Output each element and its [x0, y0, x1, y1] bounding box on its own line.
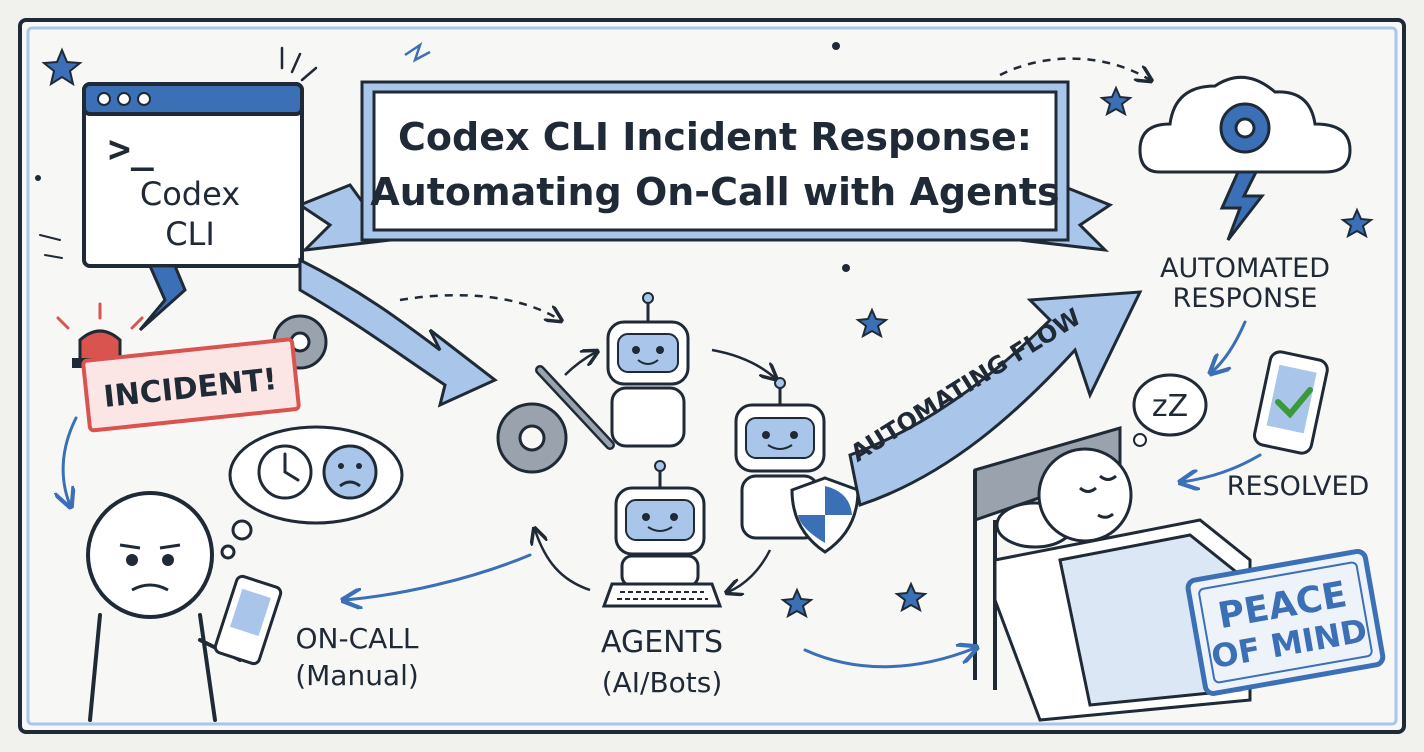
- on-call-person: [86, 491, 283, 722]
- peace-of-mind-stamp: PEACE OF MIND: [1185, 548, 1386, 696]
- terminal-label-line2: CLI: [165, 215, 215, 253]
- cloud-icon: [1138, 75, 1352, 241]
- sad-face-icon: [322, 444, 378, 500]
- robot-agent-top: [606, 292, 690, 448]
- lightning-icon: [1219, 170, 1266, 241]
- robot-agent-bottom: [614, 460, 706, 588]
- codex-cli-terminal: >_ Codex CLI: [82, 82, 304, 332]
- oncall-label-line2: (Manual): [295, 659, 419, 692]
- agents-cluster: [496, 292, 860, 608]
- terminal-label-line1: Codex: [140, 175, 240, 213]
- star-icon: [41, 47, 1374, 619]
- terminal-prompt: >_: [108, 127, 154, 171]
- checkmark-icon: [1275, 387, 1313, 419]
- terminal-to-agents-arrow: [298, 257, 498, 408]
- bed-icon: [973, 426, 1252, 722]
- incident-badge: INCIDENT!: [81, 337, 301, 433]
- sleep-bubble: zZ: [1132, 373, 1208, 447]
- banner-title-line1: Codex CLI Incident Response:: [398, 115, 1032, 159]
- resolved-phone: [1253, 350, 1329, 455]
- worry-thought-bubble: [220, 425, 404, 560]
- gear-icon: [496, 402, 568, 474]
- agents-label-line2: (AI/Bots): [602, 666, 723, 699]
- cloud-label-line1: AUTOMATED: [1160, 253, 1330, 284]
- keyboard-icon: [601, 582, 723, 608]
- shield-icon: [790, 476, 860, 554]
- gear-icon: [1219, 102, 1271, 154]
- sleeping-person: [1037, 447, 1133, 543]
- oncall-label-line1: ON-CALL: [296, 622, 419, 655]
- title-banner: Codex CLI Incident Response: Automating …: [296, 80, 1114, 252]
- resolved-label: RESOLVED: [1227, 471, 1370, 502]
- agents-label-line1: AGENTS: [601, 625, 723, 660]
- robot-agent-right: [734, 377, 826, 540]
- banner-title-line2: Automating On-Call with Agents: [370, 170, 1059, 214]
- automating-flow-arrow: [848, 290, 1143, 507]
- cloud-label-line2: RESPONSE: [1173, 283, 1318, 314]
- clock-icon: [257, 444, 313, 500]
- phone-icon: [213, 574, 283, 666]
- sleep-bubble-text: zZ: [1152, 389, 1188, 424]
